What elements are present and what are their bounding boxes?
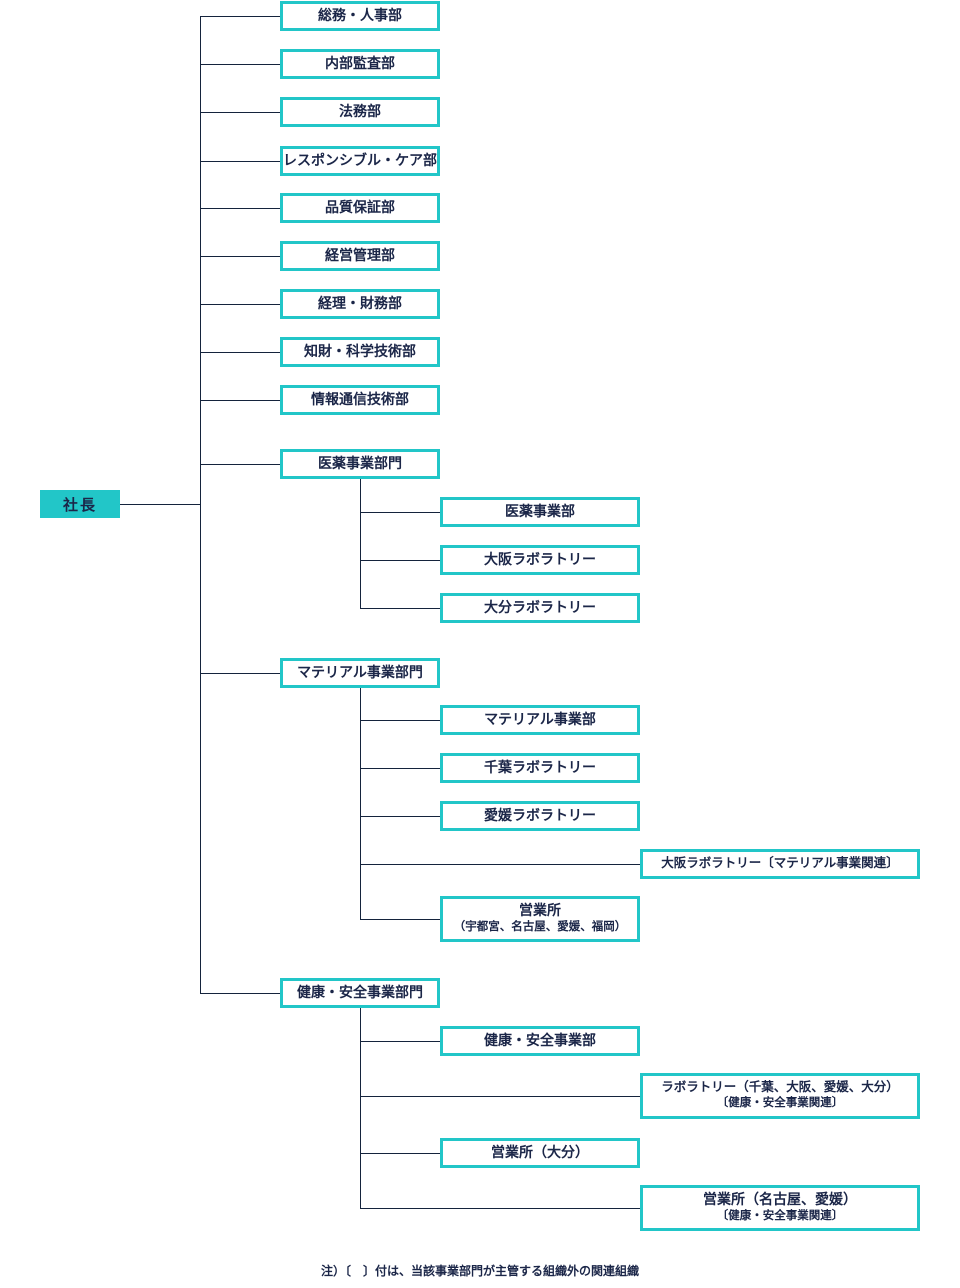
org-node-label: 経営管理部 (325, 247, 395, 264)
org-node-label: 法務部 (339, 103, 381, 120)
org-node: 営業所（宇都宮、名古屋、愛媛、福岡） (440, 896, 640, 942)
connector-line (200, 16, 280, 17)
org-node-sublabel: 〔健康・安全事業関連〕 (716, 1097, 844, 1110)
org-node-label: 知財・科学技術部 (304, 343, 416, 360)
org-node-label: 愛媛ラボラトリー (484, 807, 596, 824)
connector-line (200, 352, 280, 353)
connector-line (360, 768, 440, 769)
org-node: 千葉ラボラトリー (440, 753, 640, 783)
org-node-label: 営業所（大分） (491, 1144, 589, 1161)
org-node-label: 大阪ラボラトリー (484, 551, 596, 568)
org-node-label: 健康・安全事業部門 (297, 984, 423, 1001)
connector-line (360, 1041, 440, 1042)
org-node: 知財・科学技術部 (280, 337, 440, 367)
connector-line (360, 560, 440, 561)
org-node: 法務部 (280, 97, 440, 127)
org-node-label: レスポンシブル・ケア部 (283, 152, 437, 169)
org-node-label: 情報通信技術部 (311, 391, 409, 408)
connector-line (360, 919, 440, 920)
connector-line (360, 512, 440, 513)
connector-line (360, 1096, 640, 1097)
connector-line (200, 161, 280, 162)
connector-line (200, 400, 280, 401)
org-node-label: 内部監査部 (325, 55, 395, 72)
org-node-label: 経理・財務部 (318, 295, 402, 312)
org-node-label: 千葉ラボラトリー (484, 759, 596, 776)
org-node-label: 医薬事業部 (505, 503, 575, 520)
connector-line (200, 304, 280, 305)
connector-line (360, 1208, 640, 1209)
org-node: マテリアル事業部 (440, 705, 640, 735)
president-box: 社長 (40, 490, 120, 518)
connector-line (200, 464, 280, 465)
org-node: マテリアル事業部門 (280, 658, 440, 688)
org-node-label: マテリアル事業部門 (297, 664, 423, 681)
org-node: 大阪ラボラトリー〔マテリアル事業関連〕 (640, 849, 920, 879)
org-node: レスポンシブル・ケア部 (280, 146, 440, 176)
org-node-label: 健康・安全事業部 (484, 1032, 596, 1049)
org-node: 健康・安全事業部 (440, 1026, 640, 1056)
org-node: 健康・安全事業部門 (280, 978, 440, 1008)
connector-line (200, 673, 280, 674)
org-node: 品質保証部 (280, 193, 440, 223)
connector-line (200, 64, 280, 65)
connector-line (200, 112, 280, 113)
org-node: 愛媛ラボラトリー (440, 801, 640, 831)
org-node: 内部監査部 (280, 49, 440, 79)
org-node-label: 品質保証部 (325, 199, 395, 216)
org-node: 医薬事業部門 (280, 449, 440, 479)
connector-line (360, 864, 640, 865)
connector-line (360, 608, 440, 609)
org-node: 大阪ラボラトリー (440, 545, 640, 575)
org-node: 総務・人事部 (280, 1, 440, 31)
connector-line (120, 504, 200, 505)
org-node-label: マテリアル事業部 (484, 711, 596, 728)
org-node: 情報通信技術部 (280, 385, 440, 415)
connector-line (360, 816, 440, 817)
org-node-label: ラボラトリー（千葉、大阪、愛媛、大分） (661, 1080, 899, 1095)
org-node-label: 大阪ラボラトリー〔マテリアル事業関連〕 (661, 856, 899, 871)
org-node: 大分ラボラトリー (440, 593, 640, 623)
org-node-label: 大分ラボラトリー (484, 599, 596, 616)
org-node: 医薬事業部 (440, 497, 640, 527)
connector-line (200, 256, 280, 257)
connector-line (200, 993, 280, 994)
footnote: 注）〔 〕付は、当該事業部門が主管する組織外の関連組織 (320, 1264, 639, 1278)
org-node-label: 営業所（名古屋、愛媛） (703, 1191, 857, 1208)
connector-line (360, 688, 361, 919)
connector-line (360, 1153, 440, 1154)
connector-line (200, 208, 280, 209)
org-node-sublabel: （宇都宮、名古屋、愛媛、福岡） (453, 920, 627, 933)
org-node: 経営管理部 (280, 241, 440, 271)
connector-line (360, 720, 440, 721)
org-node-label: 総務・人事部 (318, 7, 402, 24)
org-node: 営業所（大分） (440, 1138, 640, 1168)
org-node: 営業所（名古屋、愛媛）〔健康・安全事業関連〕 (640, 1185, 920, 1231)
connector-line (360, 479, 361, 608)
org-node-label: 営業所 (519, 902, 561, 919)
org-node: 経理・財務部 (280, 289, 440, 319)
org-node-label: 医薬事業部門 (318, 455, 402, 472)
connector-line (360, 1008, 361, 1208)
org-node-sublabel: 〔健康・安全事業関連〕 (716, 1209, 844, 1222)
org-node: ラボラトリー（千葉、大阪、愛媛、大分） 〔健康・安全事業関連〕 (640, 1073, 920, 1119)
connector-line (200, 16, 201, 993)
